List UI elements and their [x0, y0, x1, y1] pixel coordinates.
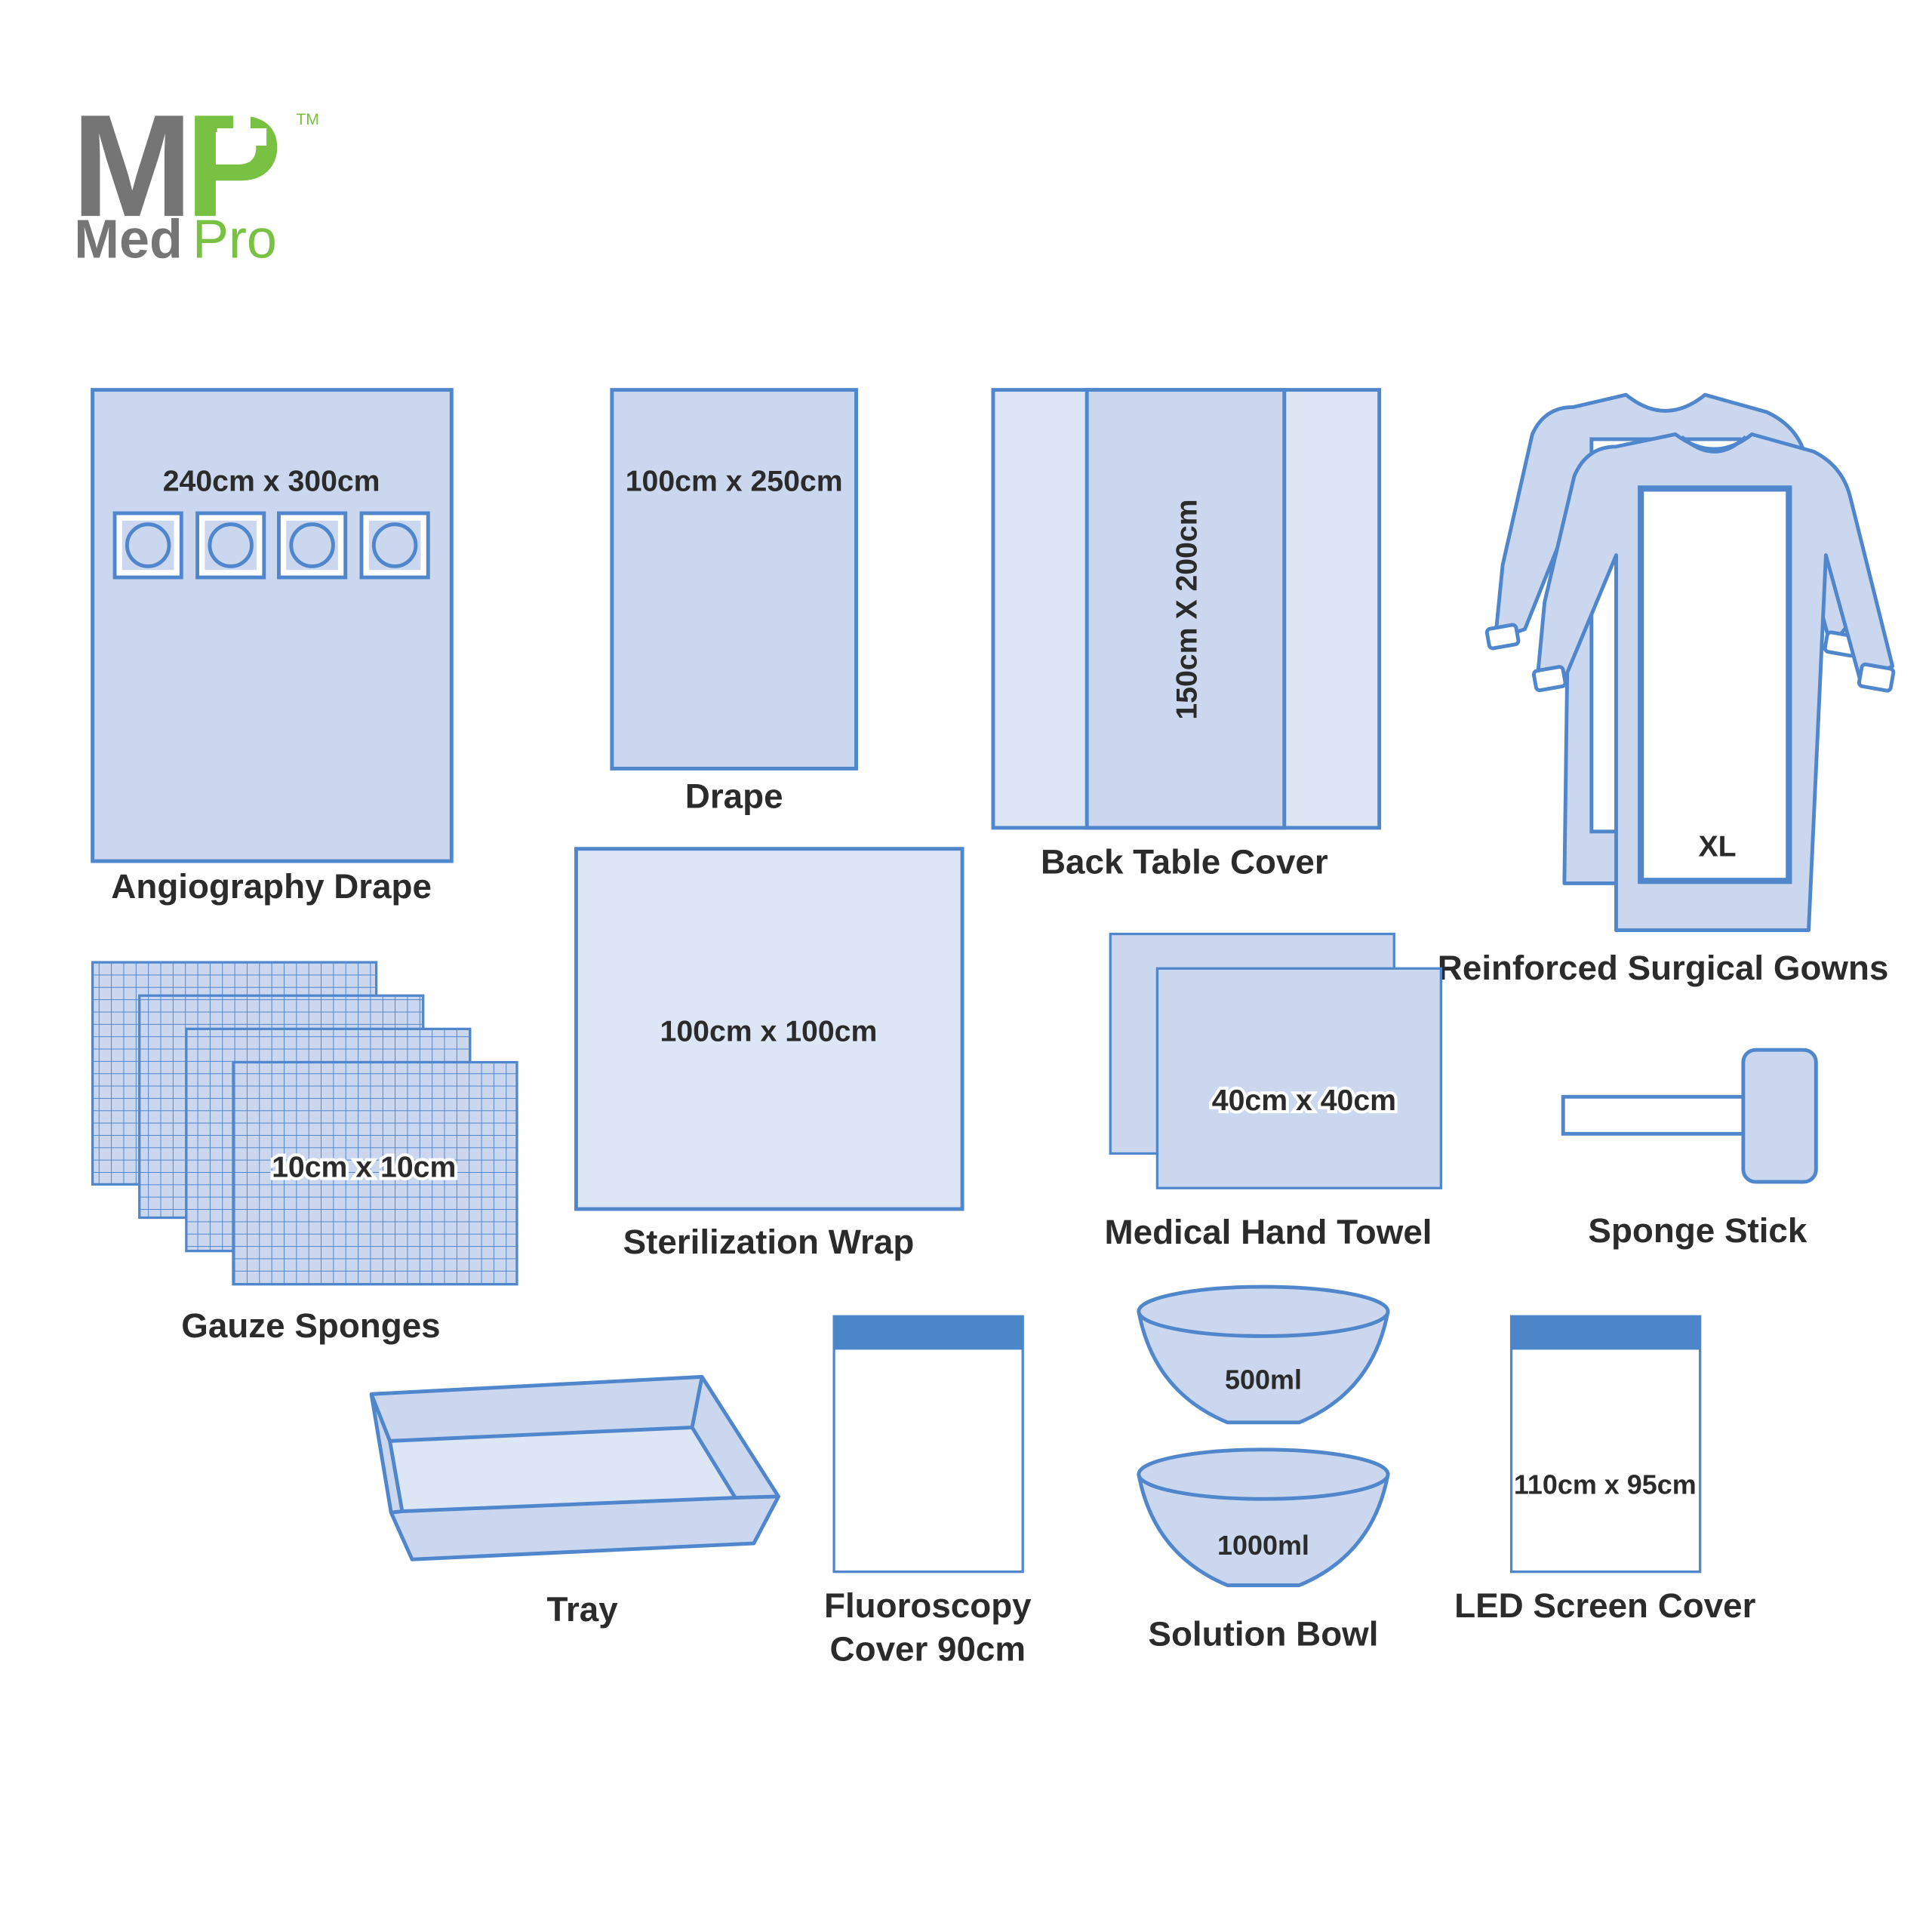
medical-hand-towel: 40cm x 40cm Medical Hand Towel: [1105, 932, 1443, 1251]
tray-label: Tray: [547, 1590, 619, 1629]
solution-bowls: 500ml 1000ml Solution Bowl: [1137, 1284, 1390, 1654]
hand-towel-label: Medical Hand Towel: [1105, 1213, 1432, 1251]
drape-sheet: [610, 388, 858, 771]
solution-bowl-label: Solution Bowl: [1148, 1615, 1378, 1654]
led-screen-cover-bag: [1509, 1315, 1702, 1574]
led-screen-cover-label: LED Screen Cover: [1454, 1586, 1756, 1625]
solution-bowl-1000: 1000ml: [1137, 1447, 1390, 1588]
surgical-gown-size: XL: [1698, 830, 1736, 863]
led-screen-cover-band: [1511, 1316, 1700, 1350]
angiography-drape-fenestrations: [112, 511, 430, 580]
logo-word-pro: Pro: [192, 210, 277, 270]
fluoroscopy-cover-bag: [832, 1315, 1024, 1574]
angiography-drape-label: Angiography Drape: [111, 867, 432, 906]
logo-trademark: TM: [296, 110, 319, 128]
drape-dimension: 100cm x 250cm: [626, 465, 843, 498]
gauze-sponges: 10cm x 10cm Gauze Sponges: [91, 961, 518, 1345]
back-table-cover: 150cm X 200cm Back Table Cover: [991, 388, 1382, 881]
solution-bowl-1000-volume: 1000ml: [1217, 1530, 1309, 1561]
sponge-stick-label: Sponge Stick: [1588, 1211, 1807, 1250]
sponge-stick-handle: [1561, 1094, 1750, 1136]
sponge-stick: Sponge Stick: [1561, 1048, 1818, 1250]
surgical-gowns: XL Reinforced Surgical Gowns: [1438, 392, 1896, 987]
surgical-gowns-label: Reinforced Surgical Gowns: [1438, 949, 1889, 987]
surgical-gown-front: XL: [1531, 432, 1896, 933]
back-table-cover-label: Back Table Cover: [1041, 842, 1328, 881]
sterilization-wrap-label: Sterilization Wrap: [623, 1223, 915, 1261]
angiography-drape-dimension: 240cm x 300cm: [163, 465, 380, 498]
drape-label: Drape: [685, 777, 783, 816]
sterilization-wrap-sheet: [574, 847, 964, 1211]
fluoroscopy-cover-label-line1: Fluoroscopy: [824, 1586, 1032, 1625]
sterilization-wrap: 100cm x 100cm Sterilization Wrap: [574, 847, 964, 1261]
sponge-stick-head: [1741, 1048, 1818, 1184]
surgical-gown-reinforcement-panel: [1638, 485, 1792, 884]
tray: Tray: [369, 1374, 780, 1629]
led-screen-cover: 110cm x 95cm LED Screen Cover: [1454, 1315, 1756, 1625]
angiography-drape: 240cm x 300cm Angiography Drape: [91, 388, 454, 906]
sterilization-wrap-dimension: 100cm x 100cm: [660, 1015, 878, 1048]
gauze-sponges-label: Gauze Sponges: [181, 1306, 440, 1345]
solution-bowl-500-volume: 500ml: [1225, 1364, 1302, 1395]
logo-monogram-p: P: [185, 84, 282, 247]
drape: 100cm x 250cm Drape: [610, 388, 858, 816]
back-table-cover-dimension: 150cm X 200cm: [1171, 499, 1204, 719]
fluoroscopy-cover-label-line2: Cover 90cm: [830, 1629, 1026, 1668]
logo-plus-icon: [217, 112, 267, 162]
fluoroscopy-cover: Fluoroscopy Cover 90cm: [824, 1315, 1032, 1668]
logo-monogram-m: M: [72, 84, 193, 247]
hand-towel-dimension: 40cm x 40cm: [1212, 1084, 1396, 1117]
led-screen-cover-dimension: 110cm x 95cm: [1514, 1469, 1697, 1500]
solution-bowl-500: 500ml: [1137, 1284, 1390, 1425]
angiography-drape-sheet: [91, 388, 454, 863]
medpro-logo: M P TM Med Pro: [72, 84, 319, 270]
back-table-cover-center-panel: [1084, 388, 1287, 830]
logo-word-med: Med: [74, 210, 183, 270]
fluoroscopy-cover-band: [834, 1316, 1023, 1350]
gauze-sponges-dimension: 10cm x 10cm: [272, 1151, 456, 1184]
